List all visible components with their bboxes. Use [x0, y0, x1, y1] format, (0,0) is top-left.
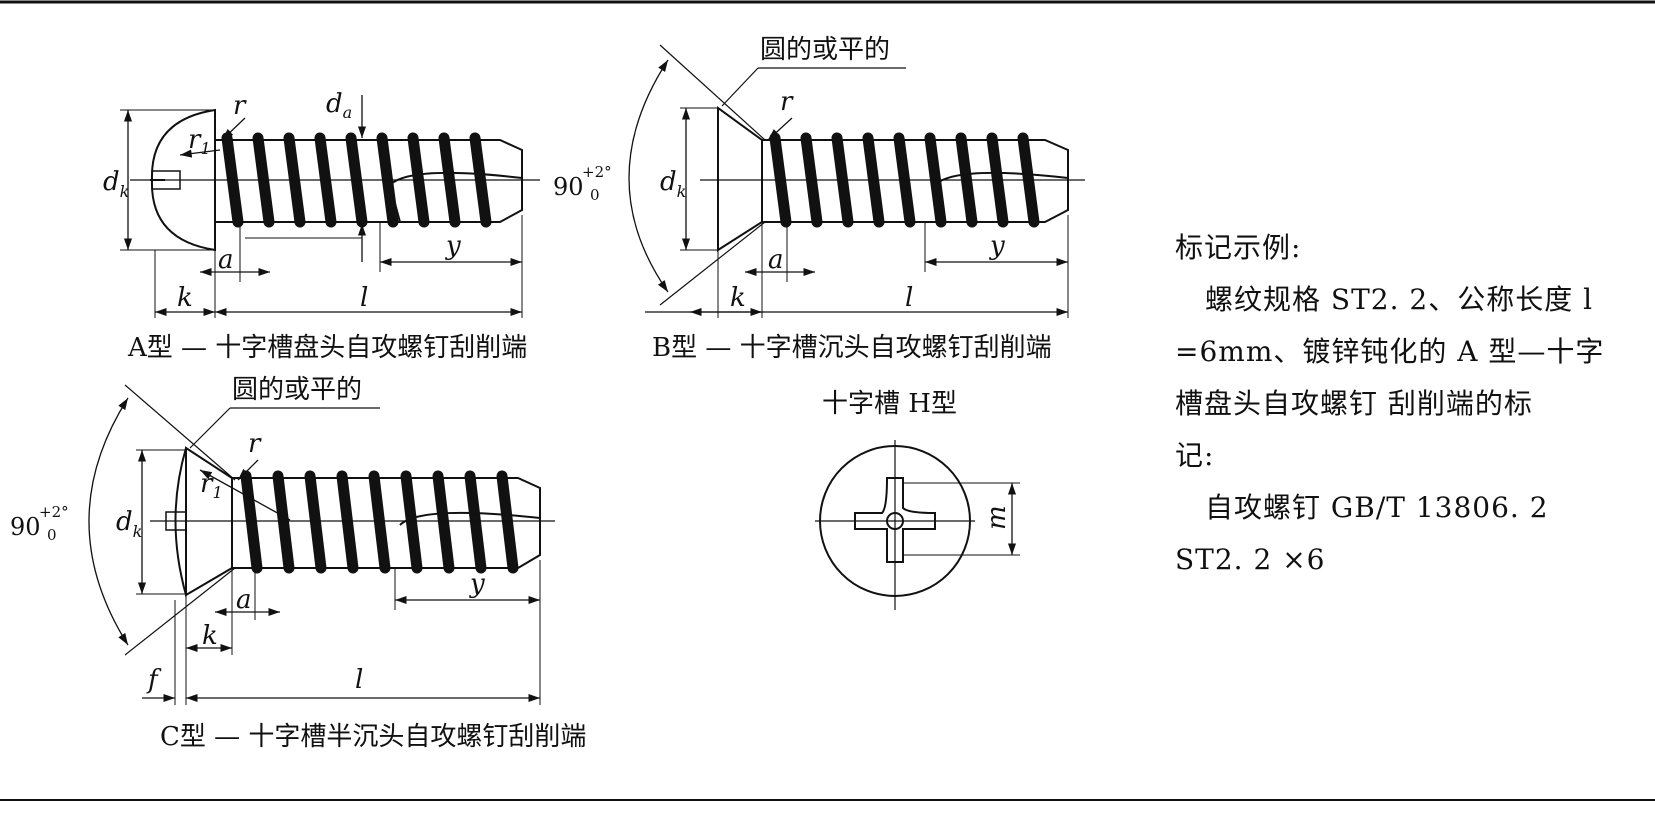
type-c-angle-lower: 0 — [47, 526, 57, 544]
type-c-k-label: k — [202, 621, 218, 651]
type-b-callout: 圆的或平的 — [760, 35, 890, 65]
type-a-r1-label: r1 — [188, 125, 211, 158]
type-b-angle-upper: +2° — [582, 163, 612, 181]
recess-caption: 十字槽 H型 — [822, 389, 957, 419]
thread-crests — [240, 470, 519, 574]
type-b-a-label: a — [768, 245, 784, 275]
marking-line-3: 槽盘头自攻螺钉 刮削端的标 — [1175, 387, 1533, 420]
designation-line-1: 自攻螺钉 GB/T 13806. 2 — [1205, 491, 1549, 524]
countersunk-head — [717, 106, 763, 252]
type-c-caption: C型 — 十字槽半沉头自攻螺钉刮削端 — [160, 722, 586, 752]
type-c-angle-upper: +2° — [39, 503, 69, 521]
type-a-da-label: da — [326, 89, 352, 122]
type-c-a-label: a — [236, 585, 252, 615]
marking-title: 标记示例: — [1175, 231, 1302, 264]
type-b-r-label: r — [780, 87, 794, 117]
type-a-r-label: r — [233, 91, 247, 121]
cross-recess — [854, 477, 936, 563]
type-a-a-label: a — [218, 245, 234, 275]
marking-line-2: =6mm、镀锌钝化的 A 型—十字 — [1175, 335, 1605, 368]
type-c-l-label: l — [355, 665, 363, 695]
type-c-raised-countersunk-screw — [88, 384, 555, 705]
type-c-dk-label: dk — [116, 507, 142, 541]
marking-line-4: 记: — [1175, 439, 1215, 472]
type-b-l-label: l — [905, 283, 913, 313]
type-a-l-label: l — [360, 283, 368, 313]
cross-recess-h-view — [815, 440, 1020, 610]
type-a-caption: A型 — 十字槽盘头自攻螺钉刮削端 — [127, 333, 527, 363]
type-a-pan-head-screw — [120, 95, 540, 318]
type-c-r1-label: r1 — [200, 469, 223, 502]
type-b-dk-label: dk — [660, 167, 686, 201]
type-c-callout: 圆的或平的 — [232, 375, 362, 405]
type-a-dk-label: dk — [103, 167, 129, 201]
recess-m-label: m — [982, 505, 1012, 530]
type-a-y-label: y — [445, 231, 461, 261]
type-b-countersunk-screw — [628, 44, 1085, 318]
marking-line-1: 螺纹规格 ST2. 2、公称长度 l — [1205, 283, 1594, 316]
type-b-y-label: y — [989, 231, 1005, 261]
type-c-angle-label: 90 — [10, 513, 41, 541]
designation-line-2: ST2. 2 ×6 — [1175, 543, 1326, 576]
type-b-angle-lower: 0 — [590, 186, 600, 204]
type-b-k-label: k — [730, 283, 746, 313]
type-b-caption: B型 — 十字槽沉头自攻螺钉刮削端 — [652, 333, 1052, 363]
type-a-k-label: k — [177, 283, 193, 313]
type-b-angle-label: 90 — [553, 173, 584, 201]
marking-example: 标记示例: 螺纹规格 ST2. 2、公称长度 l =6mm、镀锌钝化的 A 型—… — [1175, 222, 1635, 586]
type-c-f-label: f — [146, 665, 162, 695]
type-c-r-label: r — [248, 429, 262, 459]
type-c-y-label: y — [469, 569, 485, 599]
